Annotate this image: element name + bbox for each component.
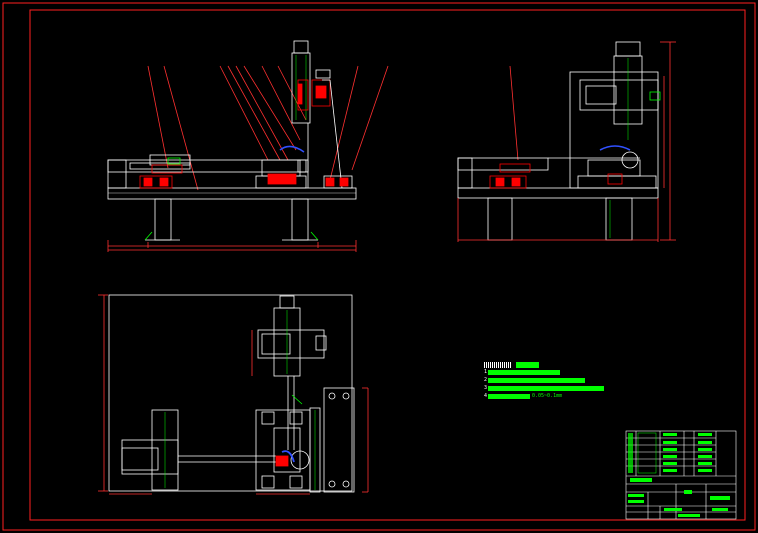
note-number: 3 — [484, 385, 488, 391]
note-text-bar — [488, 369, 560, 375]
front-view-leaders — [147, 65, 389, 191]
note-text-bar — [488, 385, 604, 391]
note-line-4: 4 0.05~0.1mm — [484, 393, 562, 399]
front-view — [107, 40, 389, 252]
notes-heading-bar — [516, 362, 539, 368]
notes-heading — [484, 362, 539, 368]
note-line-1: 1 — [484, 369, 560, 375]
title-block — [625, 430, 737, 520]
note-text-bar — [488, 377, 585, 383]
top-view — [98, 294, 369, 495]
note-text-bar — [488, 393, 530, 399]
note-number: 2 — [484, 377, 488, 383]
note-number: 4 — [484, 393, 488, 399]
notes-heading-hatch — [484, 362, 512, 368]
note-tolerance: 0.05~0.1mm — [532, 393, 563, 399]
side-view — [457, 41, 676, 242]
note-line-3: 3 — [484, 385, 604, 391]
inner-frame — [29, 9, 746, 521]
note-line-2: 2 — [484, 377, 585, 383]
note-number: 1 — [484, 369, 488, 375]
